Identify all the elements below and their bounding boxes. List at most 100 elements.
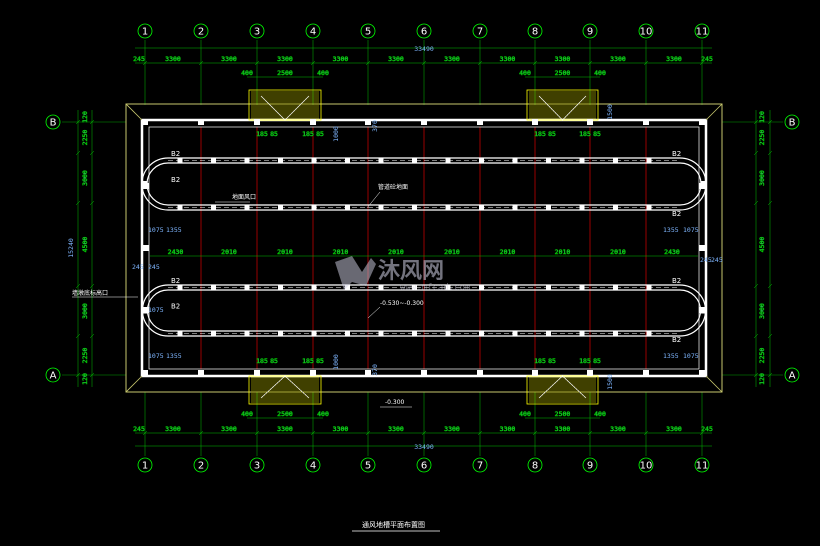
pier-5-bottom — [365, 370, 371, 376]
axis-bubble-A-right — [784, 367, 800, 383]
dim-bay-bottom-9: 3300 — [610, 425, 626, 433]
dim-85-0-top-a: 85 — [270, 130, 278, 138]
air-inlet — [445, 205, 451, 210]
dim-vtick-left-inner-5 — [89, 372, 95, 378]
air-inlet — [646, 205, 652, 210]
axis-bubble-3-bottom — [249, 457, 265, 473]
dim-185-1-bottom-b: 185 — [579, 357, 591, 365]
dim-1355-c: 1355 — [663, 226, 679, 234]
dim-bay-bottom-4: 3300 — [333, 425, 349, 433]
dim-vtick-right-inner-1 — [753, 150, 759, 156]
axis-bubble-3-top — [249, 23, 265, 39]
dim-stair-width-0-bottom: 2500 — [277, 410, 293, 418]
dim-stair-width-0-top: 2500 — [277, 69, 293, 77]
dim-bay-top-4: 3300 — [333, 55, 349, 63]
axis-bubble-9-bottom — [582, 457, 598, 473]
air-inlet — [278, 331, 283, 336]
dim-stair-left-1-bottom: 400 — [519, 410, 531, 418]
dim-tick-top-10 — [699, 60, 705, 66]
air-inlet — [211, 331, 216, 336]
stair-1-top — [526, 89, 599, 121]
axis-bubble-A-left — [45, 367, 61, 383]
dim-bay-bottom-7: 3300 — [500, 425, 516, 433]
dim-vtick-right-outer-2 — [767, 200, 773, 206]
air-inlet — [445, 158, 451, 163]
dim-tick-top-5 — [421, 60, 427, 66]
dim-185-1-top-b: 185 — [579, 130, 591, 138]
dim-vtick-right-outer-4 — [767, 333, 773, 339]
dim-vseg-right-1: 2250 — [758, 130, 766, 146]
axis-bubble-5-top — [360, 23, 376, 39]
axis-bubble-6-top — [416, 23, 432, 39]
axis-bubble-9-top — [582, 23, 598, 39]
pier-8-bottom — [532, 370, 538, 376]
pier-side-right-0 — [699, 183, 705, 189]
drawing-labels: 地面风口 管道砼地面 墙墩底标高口 -0.530~-0.300 -0.300 通… — [72, 183, 440, 532]
dim-1075-b: 1075 — [148, 352, 164, 360]
dim-185-1-bottom-a: 185 — [534, 357, 546, 365]
wall-piers — [142, 119, 705, 376]
dim-bay-bottom-1: 3300 — [165, 425, 181, 433]
dimension-labels: 33490 33490 15240 1075 1355 1075 1355 10… — [67, 45, 723, 451]
axis-label-10-top: 10 — [640, 27, 653, 38]
dim-vseg-left-2: 3000 — [81, 170, 89, 186]
dim-inner-1: 2430 — [168, 248, 184, 256]
watermark-text: 沐风网 — [378, 259, 444, 284]
dim-inner-10: 2430 — [664, 248, 680, 256]
axis-bubble-10-bottom — [638, 457, 654, 473]
air-inlet — [412, 158, 417, 163]
air-inlet — [412, 331, 417, 336]
axis-label-B-right: B — [789, 118, 796, 129]
pier-9-bottom — [587, 370, 593, 376]
dim-bay-top-2: 3300 — [221, 55, 237, 63]
dim-vseg-left-1: 2250 — [81, 130, 89, 146]
dim-vtick-right-outer-1 — [767, 150, 773, 156]
dim-end-bottom-left: 245 — [133, 425, 145, 433]
axis-label-5-top: 5 — [365, 27, 371, 38]
dim-bay-top-7: 3300 — [500, 55, 516, 63]
drawing-title: 通风地槽平面布置图 — [362, 520, 425, 529]
dim-tick-top-2 — [254, 60, 260, 66]
stair-blocks — [248, 89, 599, 405]
dim-vtick-right-inner-4 — [753, 333, 759, 339]
dim-inner-8: 2010 — [555, 248, 571, 256]
axis-label-6-top: 6 — [421, 27, 427, 38]
dim-inner-5: 2010 — [388, 248, 404, 256]
axis-bubble-7-bottom — [472, 457, 488, 473]
air-inlet — [345, 285, 350, 290]
dim-tick-top-9 — [643, 60, 649, 66]
dim-inner-2: 2010 — [221, 248, 237, 256]
air-inlet — [177, 331, 183, 336]
dim-185-1-top-a: 185 — [534, 130, 546, 138]
dim-vtick-left-inner-1 — [89, 150, 95, 156]
dim-185-0-bottom-a: 185 — [256, 357, 268, 365]
air-inlet — [345, 158, 350, 163]
dim-stair-width-1-top: 2500 — [555, 69, 571, 77]
level-label-bottom: -0.300 — [385, 399, 405, 406]
pier-4-bottom — [310, 370, 316, 376]
dim-85-1-top-a: 85 — [548, 130, 556, 138]
dim-vtick-right-inner-0 — [753, 119, 759, 125]
pier-side-right-1 — [699, 245, 705, 251]
air-inlet — [646, 158, 652, 163]
duct-tag-b2-end: B2 — [672, 336, 681, 344]
axis-bubble-B-right — [784, 114, 800, 130]
axis-bubble-4-top — [305, 23, 321, 39]
air-inlet — [211, 158, 216, 163]
dim-1355-b: 1355 — [166, 226, 182, 234]
dim-voff-right-bottom: 120 — [758, 373, 766, 385]
dim-end-top-left: 245 — [133, 55, 145, 63]
dim-tick-bottom-3 — [310, 430, 316, 436]
pier-7-top — [477, 119, 483, 125]
dim-tick-bottom-6 — [477, 430, 483, 436]
watermark: 沐风网 www.mfcad.com — [335, 256, 470, 293]
air-inlet — [546, 205, 551, 210]
pier-side-left-0 — [143, 183, 149, 189]
dim-tick-bottom-4 — [365, 430, 371, 436]
stair-arrow — [260, 95, 310, 121]
level-range-label: -0.530~-0.300 — [380, 300, 424, 307]
dim-vseg-right-3: 4500 — [758, 237, 766, 253]
pier-8-top — [532, 119, 538, 125]
